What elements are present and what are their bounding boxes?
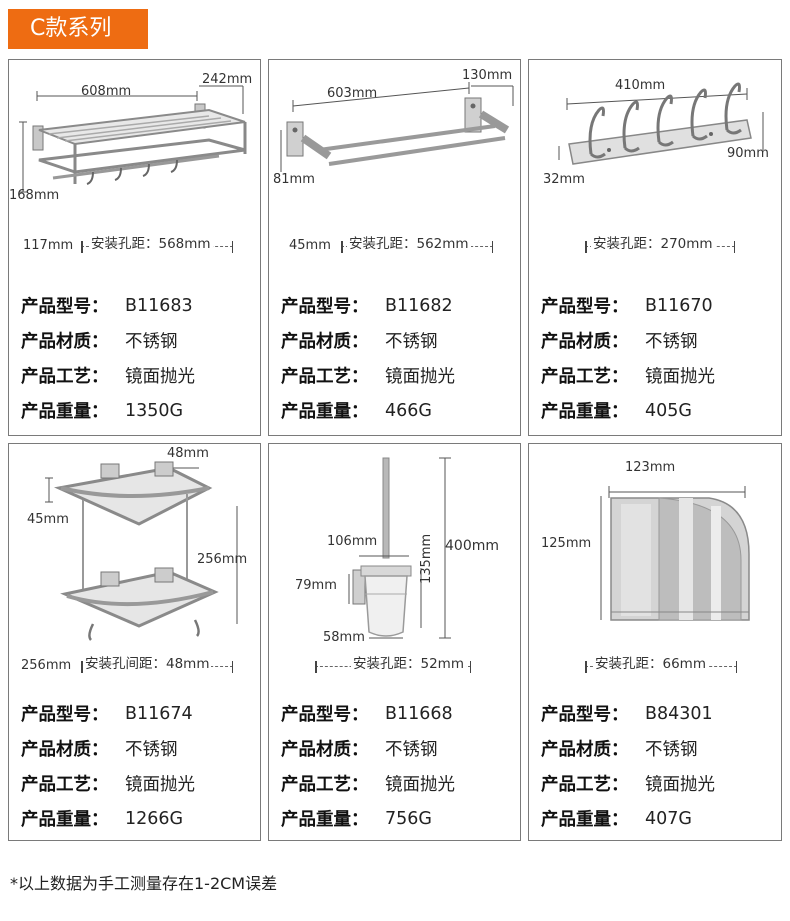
dim-height: 81mm [273, 172, 315, 187]
towel-rack-image [9, 60, 260, 230]
dim-base: 58mm [323, 630, 365, 645]
dim-thickness: 32mm [543, 172, 585, 187]
dim-depth: 130mm [462, 68, 513, 83]
dim-length: 603mm [327, 86, 378, 101]
hole-distance-label: 安装孔间距：48mm [83, 652, 212, 672]
dim-cup-height: 79mm [295, 578, 337, 593]
hole-distance-row: 安装孔距：270mm [529, 232, 781, 258]
spec-material: 产品材质：不锈钢 [21, 332, 178, 352]
toilet-brush-image [269, 444, 520, 644]
hole-distance-row: 117mm 安装孔距：568mm [9, 232, 260, 258]
hole-distance-row: 安装孔距：52mm [269, 652, 520, 678]
dim-holder-height: 135mm [419, 533, 434, 584]
spec-model: 产品型号：B11674 [21, 703, 193, 726]
spec-weight: 产品重量：756G [281, 808, 432, 831]
coat-hook-image [529, 60, 781, 230]
spec-process: 产品工艺：镜面抛光 [21, 775, 195, 795]
spec-material: 产品材质：不锈钢 [21, 740, 178, 760]
dim-bracket: 48mm [167, 446, 209, 461]
hole-distance-row: 256mm 安装孔间距：48mm [9, 652, 260, 678]
dim-rail-height: 45mm [27, 512, 69, 527]
dim-height: 90mm [727, 146, 769, 161]
hole-side-dim: 117mm [23, 238, 74, 253]
dim-length: 410mm [615, 78, 666, 93]
spec-list: 产品型号：B11682 产品材质：不锈钢 产品工艺：镜面抛光 产品重量：466G [281, 288, 455, 428]
hole-distance-row: 45mm 安装孔距：562mm [269, 232, 520, 258]
spec-process: 产品工艺：镜面抛光 [21, 367, 195, 387]
hole-side-dim: 256mm [21, 658, 72, 673]
dim-total-height: 400mm [445, 538, 499, 554]
spec-model: 产品型号：B11670 [541, 295, 713, 318]
spec-process: 产品工艺：镜面抛光 [541, 367, 715, 387]
dim-depth: 242mm [202, 72, 253, 87]
spec-list: 产品型号：B84301 产品材质：不锈钢 产品工艺：镜面抛光 产品重量：407G [541, 696, 715, 836]
hole-side-dim: 45mm [289, 238, 331, 253]
hole-distance-label: 安装孔距：562mm [347, 232, 471, 252]
spec-material: 产品材质：不锈钢 [541, 332, 698, 352]
spec-weight: 产品重量：1266G [21, 808, 184, 831]
spec-list: 产品型号：B11674 产品材质：不锈钢 产品工艺：镜面抛光 产品重量：1266… [21, 696, 195, 836]
spec-model: 产品型号：B11668 [281, 703, 453, 726]
dim-height: 125mm [541, 536, 592, 551]
spec-weight: 产品重量：407G [541, 808, 692, 831]
product-card-b11668: 106mm 79mm 58mm 135mm 400mm 安装孔距：52mm 产品… [268, 443, 521, 841]
product-card-b11683: 608mm 242mm 168mm 117mm 安装孔距：568mm 产品型号：… [8, 59, 261, 436]
spec-list: 产品型号：B11683 产品材质：不锈钢 产品工艺：镜面抛光 产品重量：1350… [21, 288, 195, 428]
dim-length: 608mm [81, 84, 132, 99]
product-card-b11682: 603mm 130mm 81mm 45mm 安装孔距：562mm 产品型号：B1… [268, 59, 521, 436]
dim-height: 256mm [197, 552, 248, 567]
series-title: C款系列 [8, 9, 148, 49]
spec-weight: 产品重量：466G [281, 400, 432, 423]
hole-distance-label: 安装孔距：66mm [593, 652, 708, 672]
spec-model: 产品型号：B84301 [541, 703, 713, 726]
spec-weight: 产品重量：1350G [21, 400, 184, 423]
corner-shelf-image [9, 444, 260, 644]
spec-process: 产品工艺：镜面抛光 [541, 775, 715, 795]
dim-height: 168mm [9, 188, 60, 203]
hole-distance-label: 安装孔距：52mm [351, 652, 466, 672]
spec-weight: 产品重量：405G [541, 400, 692, 423]
product-card-b11670: 410mm 32mm 90mm 安装孔距：270mm 产品型号：B11670 产… [528, 59, 782, 436]
spec-process: 产品工艺：镜面抛光 [281, 775, 455, 795]
spec-list: 产品型号：B11668 产品材质：不锈钢 产品工艺：镜面抛光 产品重量：756G [281, 696, 455, 836]
product-card-b84301: 123mm 125mm 安装孔距：66mm 产品型号：B84301 产品材质：不… [528, 443, 782, 841]
spec-process: 产品工艺：镜面抛光 [281, 367, 455, 387]
product-card-b11674: 48mm 45mm 256mm 256mm 安装孔间距：48mm 产品型号：B1… [8, 443, 261, 841]
spec-model: 产品型号：B11683 [21, 295, 193, 318]
dim-cup-width: 106mm [327, 534, 378, 549]
spec-list: 产品型号：B11670 产品材质：不锈钢 产品工艺：镜面抛光 产品重量：405G [541, 288, 715, 428]
spec-model: 产品型号：B11682 [281, 295, 453, 318]
dim-width: 123mm [625, 460, 676, 475]
hole-distance-label: 安装孔距：270mm [591, 232, 715, 252]
spec-material: 产品材质：不锈钢 [541, 740, 698, 760]
footnote: *以上数据为手工测量存在1-2CM误差 [10, 874, 278, 893]
spec-material: 产品材质：不锈钢 [281, 740, 438, 760]
towel-bar-image [269, 60, 520, 230]
spec-material: 产品材质：不锈钢 [281, 332, 438, 352]
hole-distance-label: 安装孔距：568mm [89, 232, 213, 252]
hole-distance-row: 安装孔距：66mm [529, 652, 781, 678]
paper-holder-image [529, 444, 781, 644]
